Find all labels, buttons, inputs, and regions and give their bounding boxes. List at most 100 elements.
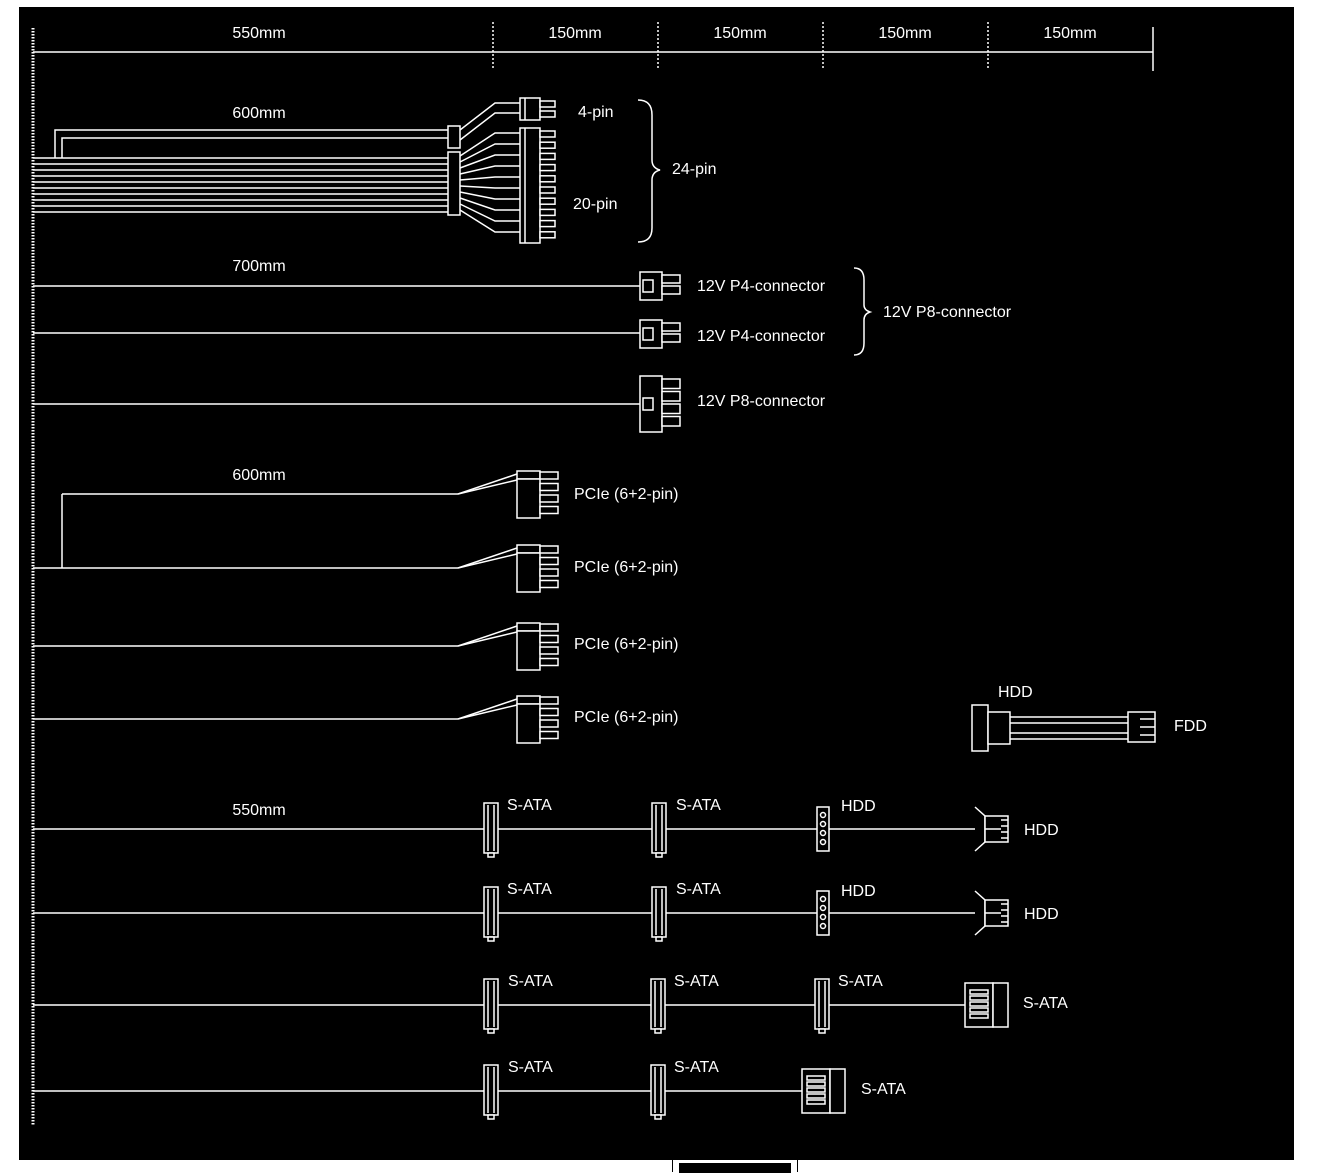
sata-tab (655, 936, 663, 942)
pin-hole (819, 811, 827, 819)
row2-hdd-inline (816, 890, 830, 936)
pcie-wire (457, 631, 518, 647)
sata-tab (487, 852, 495, 858)
pin (539, 208, 556, 217)
atx-fan-wire (459, 165, 520, 175)
atx-fan-wire (459, 185, 520, 189)
sata-body (483, 802, 499, 854)
cpu-p4a-connector (639, 271, 681, 301)
pin (539, 175, 556, 183)
sata-body (483, 886, 499, 938)
pin (661, 378, 681, 390)
pin (539, 110, 556, 118)
pcie-6pin-body (516, 552, 541, 593)
row1-label-3: HDD (841, 798, 876, 815)
row2-label-2: S-ATA (676, 881, 721, 898)
connector-latch (642, 397, 654, 411)
pin (806, 1075, 826, 1081)
pin (539, 696, 559, 705)
pin-hole (819, 820, 827, 828)
pin (661, 285, 681, 295)
hdd-fdd-adapter (971, 704, 1156, 752)
row4-label-2: S-ATA (674, 1059, 719, 1076)
pcie-2pin-body (516, 470, 541, 480)
sata-power-front (992, 982, 1009, 1028)
pcie-label-3: PCIe (6+2-pin) (574, 636, 679, 653)
row4-sata-end (801, 1068, 846, 1114)
atx-wire (54, 129, 448, 158)
row3-label-2: S-ATA (674, 973, 719, 990)
row3-sata-1 (483, 978, 499, 1034)
atx-wire (61, 137, 448, 158)
ruler-label-3: 150mm (713, 25, 766, 42)
atx-20pin-label: 20-pin (573, 196, 617, 213)
pcie-2pin-body (516, 622, 541, 632)
cpu-length-label: 700mm (232, 258, 285, 275)
row2-sata-2 (651, 886, 667, 942)
pin-hole (819, 838, 827, 846)
pin (661, 322, 681, 332)
pin (539, 623, 559, 632)
cpu-p8-group-label: 12V P8-connector (883, 304, 1012, 321)
pin (539, 719, 559, 728)
atx-20pin-connector (519, 127, 556, 244)
row1-sata-2 (651, 802, 667, 858)
peripheral-length-label: 550mm (232, 802, 285, 819)
pcie-2pin-body (516, 544, 541, 554)
footer-tab (672, 1159, 798, 1173)
atx-length-label: 600mm (232, 105, 285, 122)
sata-tab (487, 1028, 495, 1034)
pin (806, 1087, 826, 1093)
sata-tab (487, 936, 495, 942)
pin-hole (819, 829, 827, 837)
pin (539, 231, 556, 239)
row1-hdd-inline (816, 806, 830, 852)
sata-tab (655, 852, 663, 858)
adapter-molex-front (987, 711, 1011, 745)
pin-hole (819, 913, 827, 921)
atx-fan-wire (459, 112, 520, 141)
adapter-fdd-label: FDD (1174, 718, 1207, 735)
pcie-wire (457, 704, 518, 720)
atx-fan-wire (459, 209, 520, 233)
pcie-label-1: PCIe (6+2-pin) (574, 486, 679, 503)
row3-sata-2 (650, 978, 666, 1034)
ruler-label-5: 150mm (1043, 25, 1096, 42)
adapter-molex-body (971, 704, 989, 752)
connector-body (519, 97, 541, 121)
pin (969, 1001, 989, 1007)
pin (539, 646, 559, 655)
atx-24pin-label: 24-pin (672, 161, 716, 178)
row3-sata-end (964, 982, 1009, 1028)
pin (539, 130, 556, 138)
atx-4pin-connector (519, 97, 556, 121)
atx-split-sleeve (447, 125, 461, 149)
row2-label-3: HDD (841, 883, 876, 900)
row1-label-4: HDD (1024, 822, 1059, 839)
pin (539, 494, 559, 503)
pcie-label-4: PCIe (6+2-pin) (574, 709, 679, 726)
row4-sata-2 (650, 1064, 666, 1120)
pcie-wire (457, 547, 518, 569)
pin (539, 197, 556, 205)
pin-hole (819, 895, 827, 903)
brace-24pin (637, 99, 661, 243)
pcie-connector-1 (62, 470, 559, 519)
molex-body (816, 890, 830, 936)
pin (539, 545, 559, 554)
row1-hdd-end (974, 806, 1009, 852)
row4-label-3: S-ATA (861, 1081, 906, 1098)
pin (539, 568, 559, 577)
pcie-6pin-body (516, 630, 541, 671)
pin (806, 1081, 826, 1087)
pin (539, 505, 559, 515)
pin (969, 1013, 989, 1019)
pin (539, 634, 559, 644)
pin (539, 730, 559, 740)
atx-fan-wire (459, 203, 520, 222)
atx-fan-wire (459, 132, 520, 157)
atx-4pin-label: 4-pin (578, 104, 614, 121)
row3-label-3: S-ATA (838, 973, 883, 990)
pin (539, 707, 559, 717)
diagram-background (19, 7, 1294, 1160)
